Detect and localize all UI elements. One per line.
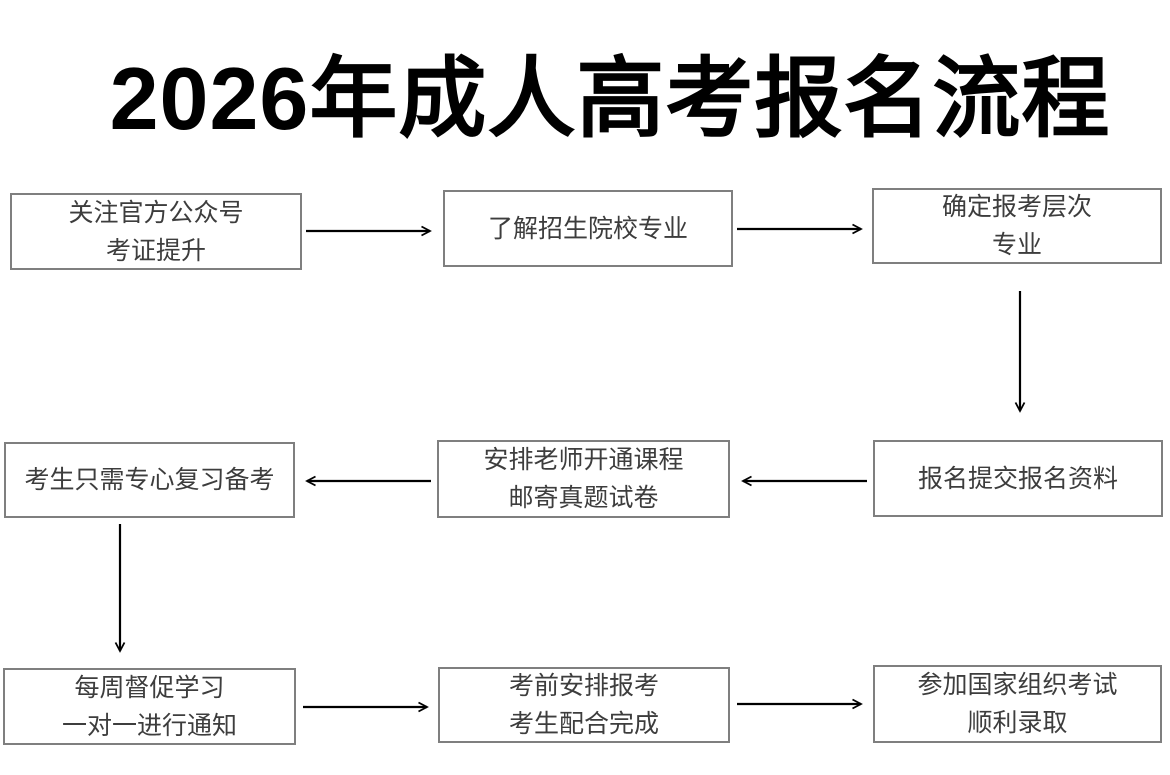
flow-step-2-line-1: 了解招生院校专业: [487, 214, 688, 243]
flow-step-9: 参加国家组织考试 顺利录取: [873, 665, 1162, 743]
flow-step-1-line-2: 考证提升: [105, 236, 206, 265]
flow-step-9-line-1: 参加国家组织考试: [917, 671, 1118, 699]
flow-step-5-line-1: 安排老师开通课程: [483, 446, 684, 474]
flow-step-3-line-1: 确定报考层次: [941, 193, 1092, 221]
flow-step-8: 考前安排报考 考生配合完成: [438, 667, 730, 743]
flow-step-4: 报名提交报名资料: [873, 440, 1163, 517]
page-title: 2026年成人高考报名流程: [109, 49, 1111, 148]
flow-step-3: 确定报考层次 专业: [872, 188, 1162, 264]
flow-step-8-line-1: 考前安排报考: [508, 672, 659, 700]
flow-step-7-line-2: 一对一进行通知: [61, 711, 237, 740]
flow-step-9-line-2: 顺利录取: [967, 709, 1068, 737]
flow-step-5: 安排老师开通课程 邮寄真题试卷: [437, 440, 730, 518]
flow-step-8-line-2: 考生配合完成: [508, 710, 659, 738]
flow-step-7-line-1: 每周督促学习: [74, 673, 225, 702]
flow-step-1: 关注官方公众号 考证提升: [10, 193, 302, 270]
flow-step-5-line-2: 邮寄真题试卷: [508, 484, 659, 512]
flow-step-6: 考生只需专心复习备考: [4, 442, 295, 518]
flow-step-4-line-1: 报名提交报名资料: [917, 464, 1118, 493]
flow-step-3-line-2: 专业: [991, 231, 1042, 259]
flow-step-6-line-1: 考生只需专心复习备考: [24, 466, 275, 494]
flow-step-1-line-1: 关注官方公众号: [68, 198, 244, 227]
flow-step-2: 了解招生院校专业: [443, 190, 733, 267]
flow-step-7: 每周督促学习 一对一进行通知: [3, 668, 296, 745]
